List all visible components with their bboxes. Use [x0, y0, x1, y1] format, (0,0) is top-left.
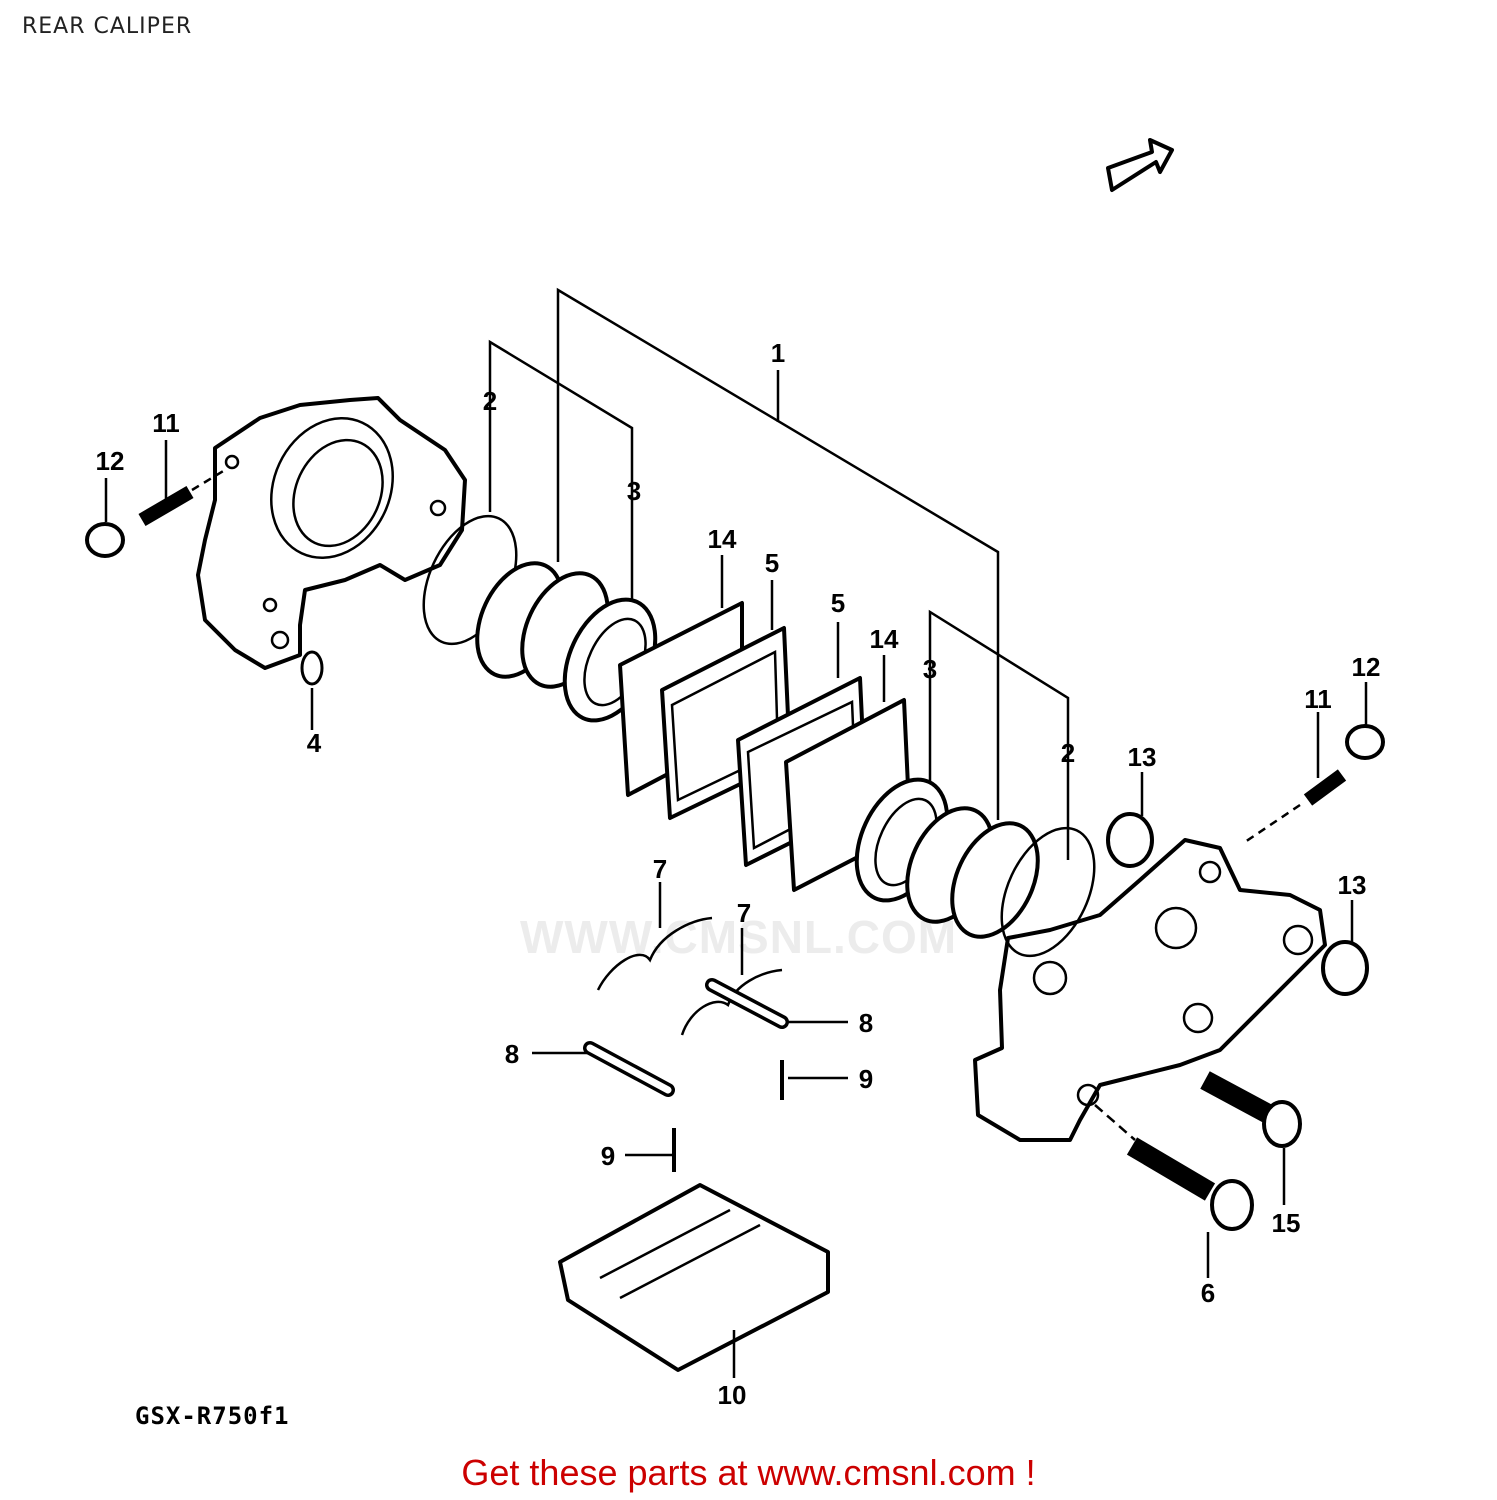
bracket-2-3-left — [488, 339, 634, 600]
right-caliper-half — [973, 838, 1327, 1142]
callout-9: 9 — [859, 1064, 873, 1094]
bleeder-cap-12-right — [1345, 724, 1385, 760]
callout-4: 4 — [307, 728, 322, 758]
o-ring-13-side — [1321, 940, 1369, 996]
callout-7: 7 — [653, 854, 667, 884]
callout-11: 11 — [1304, 684, 1332, 714]
model-label: GSX-R750f1 — [135, 1402, 290, 1430]
callout-3: 3 — [923, 654, 937, 684]
pad-spring-7-left — [596, 916, 713, 991]
callout-3: 3 — [627, 476, 641, 506]
bolt-15 — [1200, 1071, 1302, 1148]
callout-14: 14 — [870, 624, 899, 654]
callout-11: 11 — [152, 408, 180, 438]
callout-5: 5 — [831, 588, 845, 618]
pad-pin-8-left — [583, 1041, 675, 1097]
watermark-text: WWW.CMSNL.COM — [520, 911, 958, 963]
o-ring-4 — [300, 650, 324, 686]
callout-12: 12 — [96, 446, 125, 476]
pad-pin-8-right — [705, 978, 789, 1029]
pad-spring-7-right — [680, 968, 783, 1036]
bleeder-valve-11-right — [1244, 769, 1347, 844]
o-ring-13-top — [1106, 812, 1154, 868]
page-title: REAR CALIPER — [22, 14, 193, 39]
callout-13: 13 — [1128, 742, 1157, 772]
callout-15: 15 — [1272, 1208, 1301, 1238]
callout-9: 9 — [601, 1141, 615, 1171]
cta-link[interactable]: Get these parts at www.cmsnl.com ! — [461, 1452, 1036, 1493]
callout-10: 10 — [718, 1380, 747, 1410]
bolt-6 — [1126, 1137, 1254, 1231]
callout-2: 2 — [1061, 738, 1075, 768]
callout-12: 12 — [1352, 652, 1381, 682]
callout-14: 14 — [708, 524, 737, 554]
callout-8: 8 — [505, 1039, 519, 1069]
piston-right — [905, 806, 1040, 939]
left-caliper-half — [196, 396, 467, 670]
pad-cover-10 — [558, 1183, 830, 1372]
forward-arrow-icon — [1106, 138, 1174, 192]
piston-ring-2-right — [1000, 826, 1096, 958]
callout-5: 5 — [765, 548, 779, 578]
callout-6: 6 — [1201, 1278, 1215, 1308]
leader-lines — [104, 440, 1368, 1378]
callout-2: 2 — [483, 386, 497, 416]
callout-8: 8 — [859, 1008, 873, 1038]
callout-7: 7 — [737, 898, 751, 928]
bracket-3-2-right — [928, 609, 1070, 860]
callout-1: 1 — [771, 338, 785, 368]
bleeder-cap-12-left — [85, 522, 125, 558]
callout-13: 13 — [1338, 870, 1367, 900]
